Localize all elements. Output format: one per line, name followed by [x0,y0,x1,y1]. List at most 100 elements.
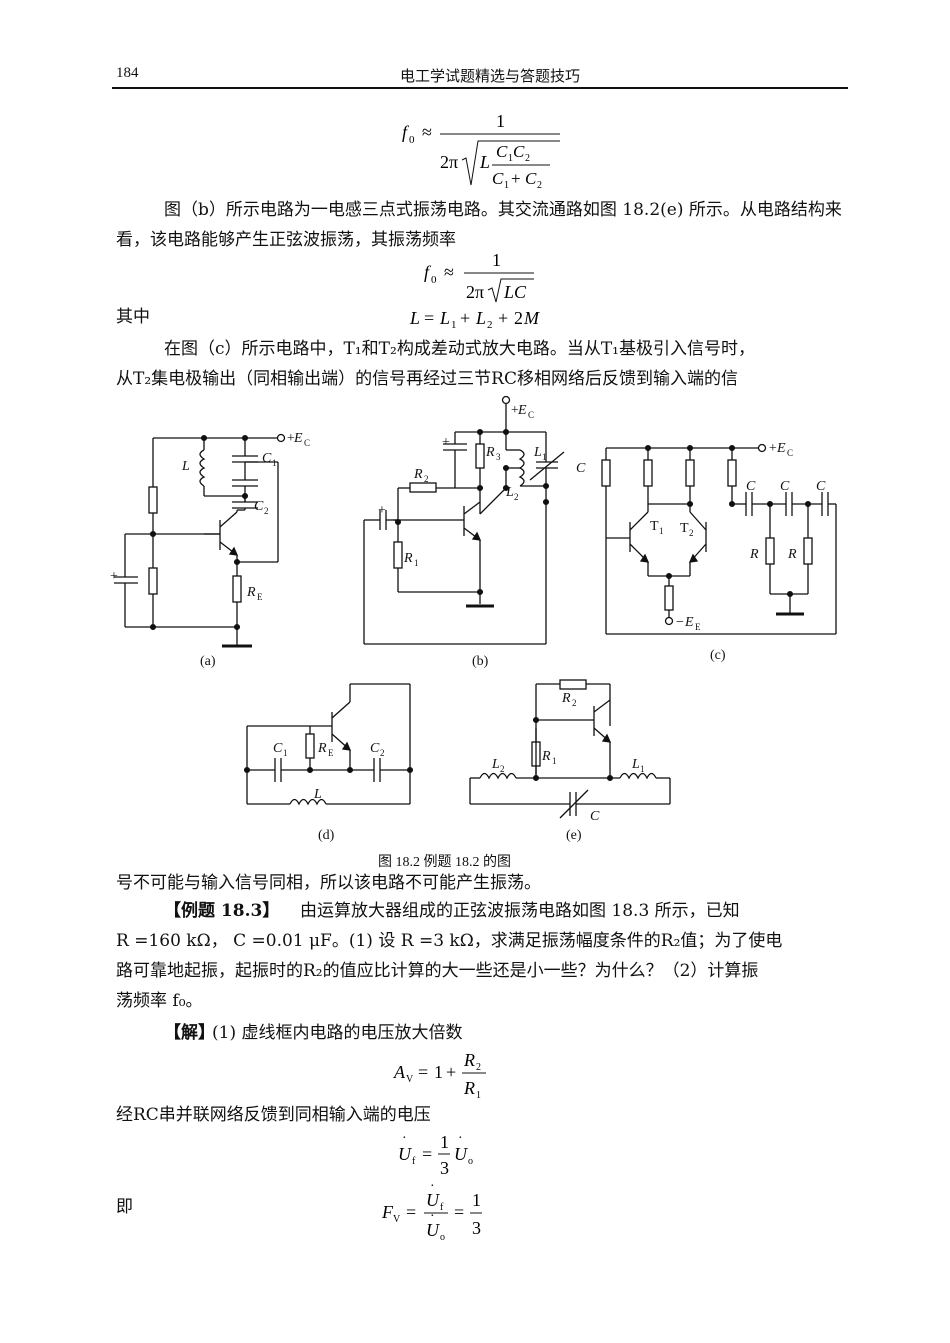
svg-text:R: R [561,691,571,706]
label-qizhong: 其中 [116,307,150,327]
paragraph-circuit-c-line1: 在图（c）所示电路中，T₁和T₂构成差动式放大电路。当从T₁基极引入信号时， [164,339,755,359]
svg-text:1: 1 [440,1132,449,1152]
svg-text:1: 1 [504,180,509,191]
svg-text:L: L [631,757,640,772]
svg-text:0: 0 [431,274,437,286]
svg-text:1: 1 [451,319,457,330]
subfigure-label-e: (e) [566,828,582,843]
svg-text:C: C [496,142,508,161]
svg-text:2: 2 [424,474,429,484]
svg-text:+: + [286,431,295,446]
svg-text:L: L [533,445,542,460]
example-line4: 荡频率 f₀。 [116,991,203,1011]
svg-text:L: L [491,757,500,772]
svg-text:f: f [402,122,410,142]
svg-text:L: L [409,308,420,328]
svg-text:+: + [511,169,521,188]
header-rule [112,87,848,89]
svg-text:2: 2 [380,748,385,758]
svg-text:R: R [413,467,423,482]
svg-text:1: 1 [472,1190,481,1210]
svg-text:2: 2 [487,319,493,330]
svg-text:1: 1 [542,452,547,462]
svg-text:2: 2 [572,698,577,708]
svg-text:·: · [430,1184,435,1194]
svg-text:V: V [406,1074,414,1085]
svg-text:−: − [676,615,684,630]
svg-text:R: R [403,551,413,566]
svg-text:C: C [492,169,504,188]
svg-text:·: · [402,1131,407,1146]
svg-text:R: R [463,1050,475,1070]
svg-text:L: L [439,308,450,328]
svg-text:+: + [510,403,519,418]
svg-text:L: L [479,152,490,172]
svg-text:R: R [541,749,551,764]
svg-text:U: U [426,1190,440,1210]
svg-text:LC: LC [503,282,527,302]
svg-text:=: = [406,1202,416,1222]
svg-text:T: T [650,519,659,534]
svg-text:3: 3 [472,1218,481,1238]
svg-text:+: + [110,569,118,584]
subfigure-label-d: (d) [318,828,335,843]
svg-text:0: 0 [409,134,415,146]
svg-text:=: = [454,1202,464,1222]
figure-caption: 图 18.2 例题 18.2 的图 [378,855,511,870]
svg-text:+: + [460,308,470,328]
svg-text:C: C [528,410,534,420]
svg-text:L: L [505,485,514,500]
svg-text:≈: ≈ [422,122,432,142]
svg-text:L: L [475,308,486,328]
svg-text:=: = [424,308,434,328]
svg-text:V: V [393,1214,401,1225]
example-line2: R =160 kΩ， C =0.01 μF。(1) 设 R =3 kΩ，求满足振… [116,931,783,951]
svg-text:R: R [317,741,327,756]
svg-text:U: U [454,1144,468,1164]
svg-text:E: E [517,403,527,418]
paragraph-circuit-c-line2: 从T₂集电极输出（同相输出端）的信号再经过三节RC移相网络后反馈到输入端的信 [116,369,738,389]
svg-text:A: A [393,1062,406,1082]
svg-text:·: · [430,1209,435,1224]
svg-text:+: + [446,1062,456,1082]
svg-text:o: o [440,1232,445,1243]
svg-text:3: 3 [496,452,501,462]
svg-text:U: U [398,1144,412,1164]
svg-text:2: 2 [525,153,530,164]
svg-text:L: L [181,459,190,474]
subfigure-label-b: (b) [472,654,489,669]
svg-text:1: 1 [552,756,557,766]
svg-text:o: o [468,1156,473,1167]
svg-text:2: 2 [476,1062,481,1073]
svg-text:C: C [304,438,310,448]
svg-text:R: R [485,445,495,460]
svg-text:C: C [787,448,793,458]
circuit-diagrams: +EC L C1 C2 RE + +EC R3 R2 + + L1 L2 C R… [110,395,837,824]
svg-text:·: · [458,1131,463,1146]
paragraph-conclusion: 号不可能与输入信号同相，所以该电路不可能产生振荡。 [116,873,541,893]
svg-text:C: C [780,479,790,494]
svg-text:2π: 2π [440,152,458,172]
paragraph-circuit-b: 图（b）所示电路为一电感三点式振荡电路。其交流通路如图 18.2(e) 所示。从… [116,200,842,250]
svg-text:C: C [816,479,826,494]
label-ji: 即 [116,1197,133,1217]
subfigure-label-c: (c) [710,648,726,663]
svg-text:2π: 2π [466,282,484,302]
svg-text:1: 1 [640,764,645,774]
svg-text:T: T [680,521,689,536]
svg-text:E: E [684,615,694,630]
svg-text:C: C [590,809,600,824]
svg-text:R: R [749,547,759,562]
svg-text:1: 1 [283,748,288,758]
example-label: 【例题 18.3】 [164,901,280,921]
page-number: 184 [116,65,139,81]
svg-text:R: R [246,585,256,600]
svg-text:f: f [412,1156,416,1167]
svg-text:1: 1 [496,111,505,131]
svg-text:1: 1 [492,250,501,270]
svg-text:C: C [513,142,525,161]
svg-text:C: C [370,741,380,756]
svg-text:E: E [257,592,263,602]
